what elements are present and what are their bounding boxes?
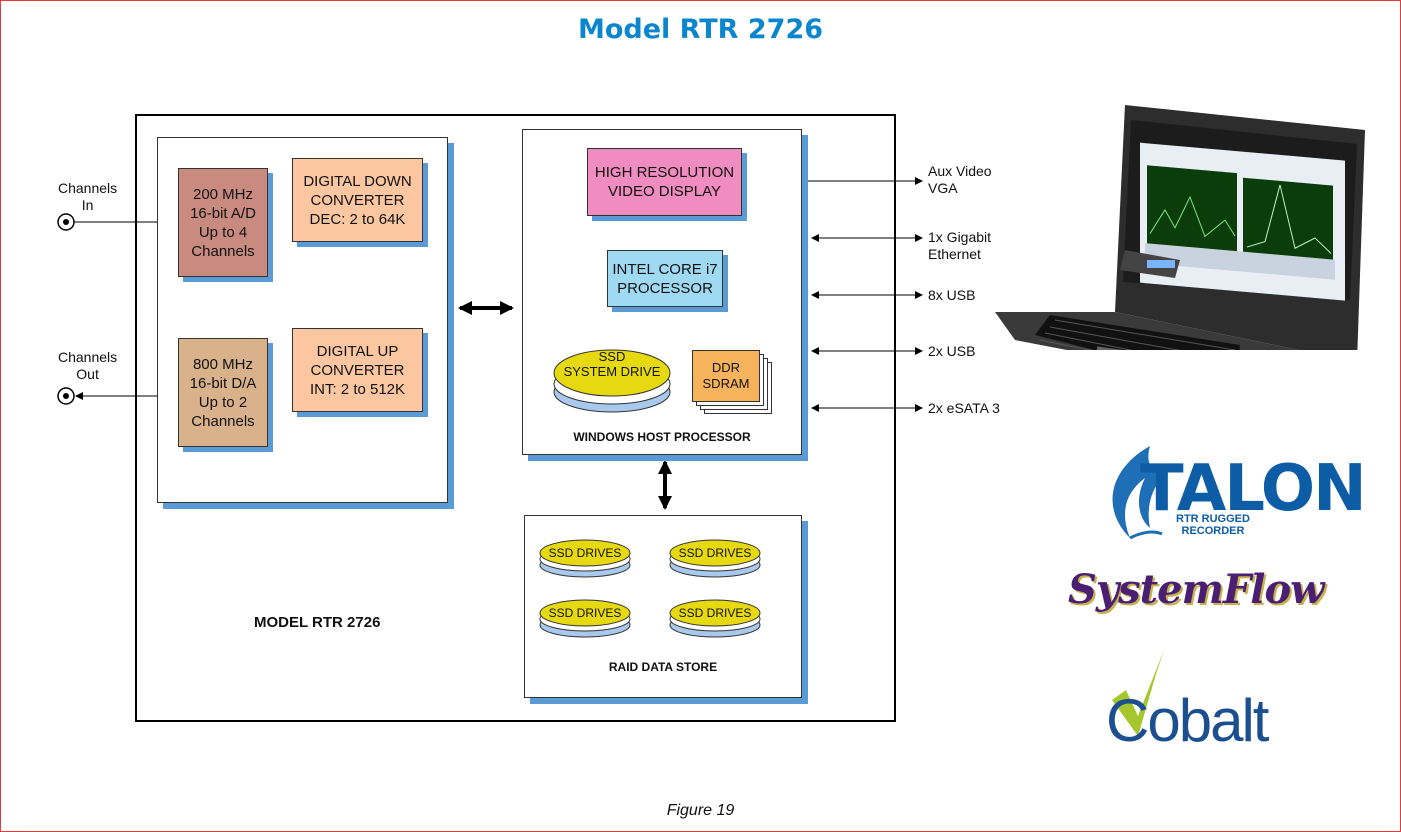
ssd-drives-icons (539, 539, 761, 638)
port-aux-video: Aux Video VGA Output (928, 163, 992, 199)
adc-block: 200 MHz 16-bit A/D Up to 4 Channels (178, 168, 268, 277)
ssd-drive-3-label: SSD DRIVES (548, 606, 622, 620)
port-8x-usb: 8x USB (928, 287, 976, 303)
figure-caption: Figure 19 (666, 802, 735, 819)
systemflow-logo: SystemFlow (1068, 566, 1325, 613)
dac-block: 800 MHz 16-bit D/A Up to 2 Channels (178, 338, 268, 447)
model-enclosure (135, 114, 896, 722)
ssd-drive-1-label: SSD DRIVES (548, 546, 622, 560)
raid-label: RAID DATA STORE (608, 660, 718, 674)
rugged-laptop-image (995, 105, 1365, 350)
port-gigabit-ethernet: 1x Gigabit Ethernet (928, 229, 992, 262)
video-display-block: HIGH RESOLUTION VIDEO DISPLAY (587, 148, 742, 216)
ssd-drive-2-label: SSD DRIVES (678, 546, 752, 560)
cobalt-logo: Cobalt (1106, 687, 1269, 754)
talon-logo-text: TALON (1140, 452, 1367, 526)
ssd-drive-4-label: SSD DRIVES (678, 606, 752, 620)
ddr-sdram-block: DDR SDRAM (692, 350, 760, 402)
cpu-block: INTEL CORE i7 PROCESSOR (607, 250, 723, 307)
channels-in-label: Channels In (58, 180, 118, 213)
ddc-block: DIGITAL DOWN CONVERTER DEC: 2 to 64K (292, 158, 423, 242)
ssd-system-drive-icon (553, 349, 671, 413)
page-title: Model RTR 2726 (577, 14, 824, 45)
cobalt-checkmark-icon (1112, 650, 1164, 736)
model-label: MODEL RTR 2726 (254, 614, 381, 631)
port-2x-esata: 2x eSATA 3 (928, 400, 1000, 416)
channels-out-label: Channels Out (58, 349, 118, 382)
talon-eagle-icon (1112, 446, 1165, 540)
host-label: WINDOWS HOST PROCESSOR (573, 430, 751, 444)
talon-logo-subtitle: RTR RUGGED RECORDER (1176, 513, 1250, 537)
duc-block: DIGITAL UP CONVERTER INT: 2 to 512K (292, 328, 423, 412)
ssd-system-drive-label: SSD SYSTEM DRIVE (563, 349, 661, 379)
port-2x-usb: 2x USB (928, 343, 976, 359)
